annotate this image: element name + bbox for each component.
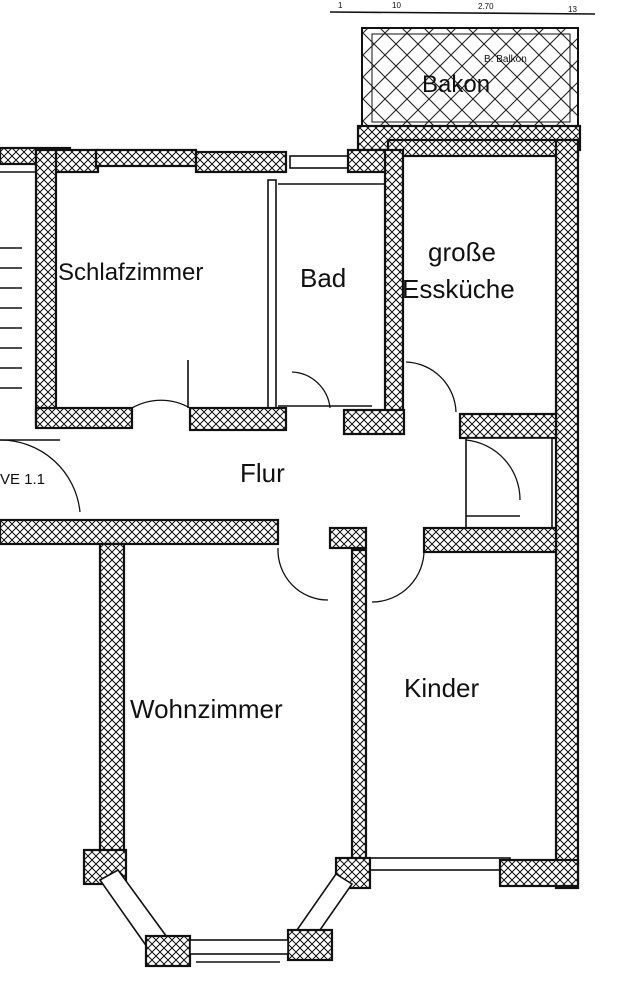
dimension-line: 1 10 2.70 13 (329, 1, 596, 15)
bedroom-label: Schlafzimmer (58, 259, 203, 286)
staircase (0, 247, 22, 389)
balcony-small-label: B. Balkon (484, 54, 527, 65)
living-room-label: Wohnzimmer (130, 694, 283, 724)
balcony (361, 27, 579, 129)
hall-label: Flur (240, 458, 285, 488)
kids-room-label: Kinder (404, 673, 479, 703)
dimension-mark-3: 2.70 (478, 2, 494, 11)
dimension-mark-2: 10 (392, 1, 401, 10)
balcony-label: Bakon (422, 71, 490, 98)
bay-window (82, 848, 372, 968)
dimension-mark-1: 1 (338, 1, 343, 10)
dimension-mark-4: 13 (568, 5, 577, 14)
bath-label: Bad (300, 263, 346, 293)
kitchen-label-line1: große (428, 237, 496, 267)
kitchen-label-line2: Essküche (402, 274, 515, 304)
unit-marker: VE 1.1 (0, 471, 45, 488)
